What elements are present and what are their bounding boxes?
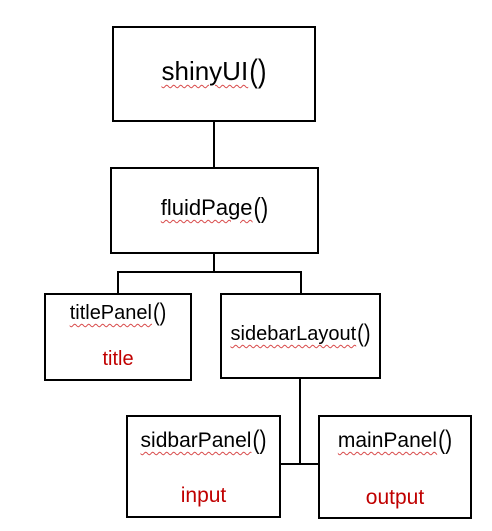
node-sidebarlayout-name: sidebarLayout	[230, 323, 357, 345]
edge-fluidpage-branch	[117, 271, 302, 273]
node-mainpanel-sub: output	[365, 486, 425, 509]
node-fluidpage-paren: ()	[253, 191, 269, 223]
node-titlepanel-paren: ()	[152, 299, 167, 327]
node-sidebarlayout-paren: ()	[357, 320, 371, 348]
node-sidebarlayout: sidebarLayout()	[220, 293, 381, 379]
node-mainpanel: mainPanel() output	[318, 415, 472, 519]
node-sidebarpanel-label: sidbarPanel()	[128, 426, 279, 455]
node-sidebarpanel-paren: ()	[252, 426, 267, 455]
node-sidebarpanel: sidbarPanel() input	[126, 415, 281, 518]
edge-fluidpage-stem	[213, 252, 215, 272]
node-fluidpage-name: fluidPage	[160, 195, 253, 220]
edge-to-titlepanel	[117, 271, 119, 294]
node-titlepanel: titlePanel() title	[44, 293, 192, 381]
node-sidebarpanel-name: sidbarPanel	[140, 429, 252, 452]
node-fluidpage-label: fluidPage()	[112, 192, 317, 223]
node-mainpanel-name: mainPanel	[337, 429, 438, 452]
node-mainpanel-label: mainPanel()	[320, 426, 470, 455]
node-shinyui: shinyUI()	[112, 26, 316, 122]
node-titlepanel-sub: title	[102, 348, 134, 370]
edge-shinyui-fluidpage	[213, 120, 215, 168]
node-shinyui-paren: ()	[249, 52, 267, 90]
edge-sidebarlayout-stem	[299, 377, 301, 465]
edge-sidebarlayout-branch	[279, 463, 320, 465]
node-sidebarlayout-label: sidebarLayout()	[222, 320, 379, 348]
node-titlepanel-label: titlePanel()	[46, 299, 190, 327]
node-fluidpage: fluidPage()	[110, 167, 319, 254]
node-sidebarpanel-sub: input	[180, 484, 227, 507]
node-titlepanel-name: titlePanel	[69, 302, 152, 324]
node-shinyui-label: shinyUI()	[114, 52, 314, 90]
node-shinyui-name: shinyUI	[161, 56, 249, 86]
node-mainpanel-paren: ()	[438, 426, 453, 455]
edge-to-sidebarlayout	[300, 271, 302, 294]
